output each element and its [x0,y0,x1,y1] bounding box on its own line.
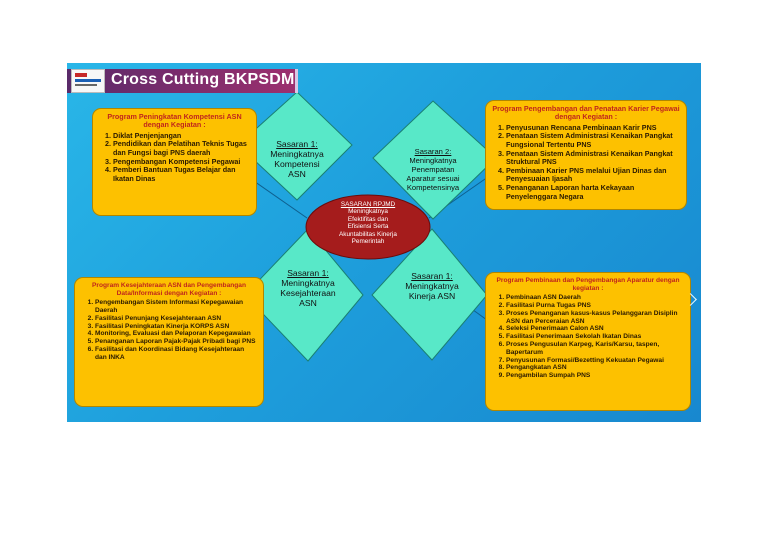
diamond-bottom-right [371,228,488,361]
program-title: Program Peningkatan Kompetensi ASN denga… [107,112,242,130]
program-title: Program Kesejahteraan ASN dan Pengembang… [91,282,247,297]
center-oval [305,194,431,260]
center-line: Efektifitas dan [347,215,389,223]
diamond-bottom-right-text: Sasaran 1: Meningkatnya Kinerja ASN [379,271,485,301]
program-item: Pendidikan dan Pelatihan Teknis Tugas da… [113,140,250,157]
program-item: Penanganan Laporan Pajak-Pajak Pribadi b… [95,338,257,346]
program-item: Penataan Sistem Administrasi Kenaikan Pa… [506,149,680,167]
center-line: Akuntabilitas Kinerja [339,230,397,238]
program-box-top-left: Program Peningkatan Kompetensi ASN denga… [92,108,257,216]
program-box-bottom-left: Program Kesejahteraan ASN dan Pengembang… [74,277,264,407]
diamond-line: Aparatur sesuai [406,174,460,183]
diamond-bottom-left-text: Sasaran 1: Meningkatnya Kesejahteraan AS… [255,268,361,308]
diamond-label: Sasaran 1: [276,139,318,149]
program-item: Pengembangan Sistem Informasi Kepegawaia… [95,299,257,315]
program-item: Pengembangan Kompetensi Pegawai [113,157,250,167]
diamond-line: ASN [299,298,317,308]
program-title: Program Pembinaan dan Pengembangan Apara… [496,277,680,292]
program-item: Fasilitasi Peningkatan Kinerja KORPS ASN [95,323,257,331]
program-item: Diklat Penjenjangan [113,131,250,141]
program-item: Proses Pengusulan Karpeg, Karis/Karsu, t… [506,341,684,357]
diamond-line: ASN [288,169,306,179]
diamond-top-right-text: Sasaran 2: Meningkatnya Penempatan Apara… [381,147,485,192]
diamond-line: Penempatan [411,165,455,174]
program-item: Pembinaan ASN Daerah [506,294,684,302]
diamond-label: Sasaran 2: [414,147,452,156]
program-item: Seleksi Penerimaan Calon ASN [506,325,684,333]
program-item: Penanganan Laporan harta Kekayaan Penyel… [506,183,680,201]
logo-icon [71,69,105,93]
program-item: Pengangkatan ASN [506,364,684,372]
diamond-line: Kesejahteraan [280,288,336,298]
slide: Cross Cutting BKPSDM Sasaran 1: Meningka… [67,63,701,422]
program-item: Pengambilan Sumpah PNS [506,372,684,380]
program-box-top-right: Program Pengembangan dan Penataan Karier… [485,100,687,210]
program-item: Penyusunan Formasi/Bezetting Kekuatan Pe… [506,357,684,365]
diamond-label: Sasaran 1: [287,268,329,278]
diamond-line: Kinerja ASN [408,291,456,301]
program-item: Penyusunan Rencana Pembinaan Karir PNS [506,123,680,133]
center-line: Efisiensi Serta [347,223,389,231]
title-bar: Cross Cutting BKPSDM [67,69,298,93]
program-item: Monitoring, Evaluasi dan Pelaporan Kepeg… [95,330,257,338]
diagram-shapes [237,91,499,362]
diamond-line: Meningkatnya [270,149,324,159]
program-item: Proses Penanganan kasus-kasus Pelanggara… [506,310,684,326]
program-box-bottom-right: Program Pembinaan dan Pengembangan Apara… [485,272,691,411]
diamond-line: Kompetensi [274,159,320,169]
diamond-top-left-text: Sasaran 1: Meningkatnya Kompetensi ASN [245,139,349,179]
program-item: Pemberi Bantuan Tugas Belajar dan Ikatan… [113,165,250,183]
program-item: Fasilitasi Penerimaan Sekolah Ikatan Din… [506,333,684,341]
program-title: Program Pengembangan dan Penataan Karier… [492,104,680,122]
program-item: Fasilitasi Purna Tugas PNS [506,302,684,310]
center-heading: SASARAN RPJMD [340,201,396,208]
program-item: Fasilitasi Penunjang Kesejahteraan ASN [95,315,257,323]
center-oval-text: SASARAN RPJMD Meningkatnya Efektifitas d… [315,201,421,245]
diamond-line: Kompetensinya [406,183,460,192]
diamond-line: Meningkatnya [409,156,457,165]
slide-title: Cross Cutting BKPSDM [111,71,295,88]
center-line: Meningkatnya [348,208,388,216]
diamond-line: Meningkatnya [405,281,459,291]
program-item: Penataan Sistem Administrasi Kenaikan Pa… [506,132,680,149]
program-item: Pembinaan Karier PNS melalui Ujian Dinas… [506,166,680,184]
program-item: Fasilitasi dan Koordinasi Bidang Kesejah… [95,346,257,362]
diamond-top-left [237,91,353,201]
center-line: Pemerintah [351,238,385,246]
diamond-top-right [372,100,497,220]
diamond-line: Meningkatnya [281,278,335,288]
diamond-label: Sasaran 1: [411,271,453,281]
diamond-bottom-left [244,228,364,362]
